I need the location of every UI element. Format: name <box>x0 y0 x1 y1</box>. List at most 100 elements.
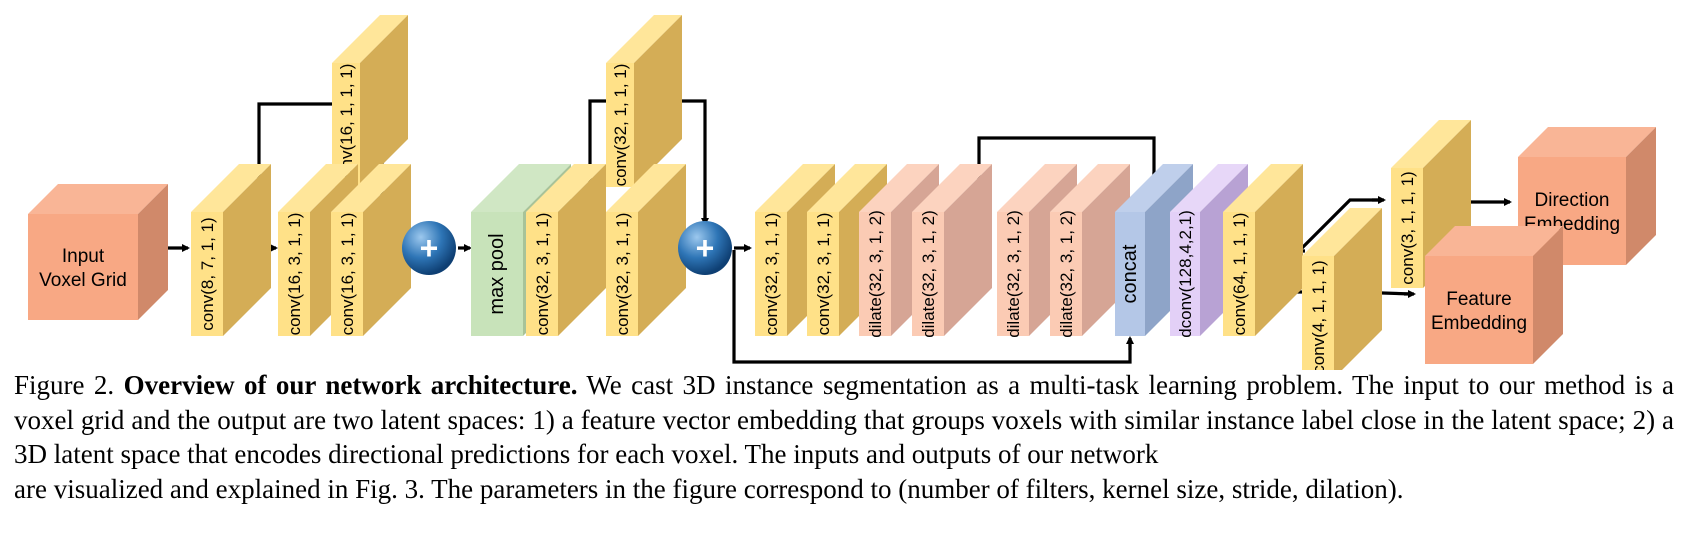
conv-32-3-1-1-d-front-face <box>807 212 839 336</box>
input-front-face <box>28 214 138 320</box>
conv-32-3-1-1-c-front-face <box>755 212 787 336</box>
feature-embedding-top-face <box>1425 226 1563 256</box>
conv-32-1-1-1-label: conv(32, 1, 1, 1) <box>611 64 630 187</box>
conv-8-7-1-1-label: conv(8, 7, 1, 1) <box>198 217 217 330</box>
conv-32-1-1-1-side-face <box>634 15 682 187</box>
conv-32-3-1-1-b-top-face <box>606 164 686 212</box>
conv-8-7-1-1-top-face <box>191 164 271 212</box>
dilate-d-block: dilate(32, 3, 1, 2) <box>1050 164 1130 338</box>
figure-caption: Figure 2. Overview of our network archit… <box>14 368 1674 506</box>
conv-16-3-1-1-a-label: conv(16, 3, 1, 1) <box>285 213 304 336</box>
conv-16-1-1-1-side-face <box>360 15 408 187</box>
dconv-front-face <box>1170 212 1200 336</box>
feature-embedding-side-face <box>1533 226 1563 364</box>
caption-last-line: are visualized and explained in Fig. 3. … <box>14 473 1404 504</box>
dilate-c-label: dilate(32, 3, 1, 2) <box>1004 210 1023 338</box>
conv-32-3-1-1-a-label: conv(32, 3, 1, 1) <box>533 213 552 336</box>
dilate-b-label: dilate(32, 3, 1, 2) <box>919 210 938 338</box>
max-pool-top-face <box>471 164 571 212</box>
conv-32-1-1-1-front-face <box>606 63 634 187</box>
dilate-a-top-face <box>859 164 939 212</box>
direction-embedding-side-face <box>1626 127 1656 265</box>
conv-4-1-1-1-side-face <box>1334 208 1382 378</box>
feature-embedding-label-line-1: Feature <box>1446 289 1511 310</box>
dilate-d-front-face <box>1050 212 1082 336</box>
dilate-b-top-face <box>912 164 992 212</box>
input-side-face <box>138 184 168 320</box>
feature-embedding-front-face <box>1425 256 1533 364</box>
conv-3-1-1-1-front-face <box>1391 168 1423 288</box>
direction-embedding-label-line-1: Direction <box>1535 190 1610 211</box>
network-architecture-diagram: conv(8, 7, 1, 1) conv(16, 1, 1, 1) conv(16… <box>28 15 1656 378</box>
conv-64-1-1-1-side-face <box>1255 164 1303 336</box>
conv-4-1-1-1-block: conv(4, 1, 1, 1) <box>1302 208 1382 378</box>
dilate-b-block: dilate(32, 3, 1, 2) <box>912 164 992 338</box>
plus-node-2-circle <box>678 221 732 275</box>
dilate-c-top-face <box>997 164 1077 212</box>
conv-32-3-1-1-d-label: conv(32, 3, 1, 1) <box>814 213 833 336</box>
conv-32-3-1-1-c-top-face <box>755 164 835 212</box>
conv-16-3-1-1-b-side-face <box>363 164 411 336</box>
plus-node-1-symbol: + <box>420 230 439 266</box>
conv-32-3-1-1-a-side-face <box>558 164 606 336</box>
conv-16-3-1-1-b-label: conv(16, 3, 1, 1) <box>338 213 357 336</box>
concat-front-face <box>1115 212 1145 336</box>
conv-16-3-1-1-a-front-face <box>278 212 310 336</box>
dilate-c-front-face <box>997 212 1029 336</box>
concat-top-face <box>1115 164 1193 212</box>
conv-64-1-1-1-block: conv(64, 1, 1, 1) <box>1223 164 1303 336</box>
conv-3-1-1-1-label: conv(3, 1, 1, 1) <box>1398 171 1417 284</box>
conv-32-3-1-1-a-block: conv(32, 3, 1, 1) <box>526 164 606 336</box>
input-label-line-1: Input <box>62 246 105 267</box>
conv-16-3-1-1-b-block: conv(16, 3, 1, 1) <box>331 164 411 336</box>
dilate-b-front-face <box>912 212 944 336</box>
conv-32-3-1-1-b-block: conv(32, 3, 1, 1) <box>606 164 686 336</box>
conv-32-3-1-1-a-front-face <box>526 212 558 336</box>
dconv-top-face <box>1170 164 1248 212</box>
conv-8-7-1-1-side-face <box>223 164 271 336</box>
dilate-a-front-face <box>859 212 891 336</box>
plus-node-1-circle <box>402 221 456 275</box>
conv-8-7-1-1-block: conv(8, 7, 1, 1) <box>191 164 271 336</box>
caption-label: Figure 2. <box>14 370 115 400</box>
conv-32-3-1-1-c-label: conv(32, 3, 1, 1) <box>762 213 781 336</box>
conv-32-3-1-1-b-side-face <box>638 164 686 336</box>
conv-32-1-1-1-block: conv(32, 1, 1, 1) <box>606 15 682 187</box>
conv-16-3-1-1-b-front-face <box>331 212 363 336</box>
caption-text: We cast 3D instance segmentation as a mu… <box>14 370 1675 469</box>
dilate-a-label: dilate(32, 3, 1, 2) <box>866 210 885 338</box>
concat-label: concat <box>1119 244 1141 303</box>
dilate-d-label: dilate(32, 3, 1, 2) <box>1057 210 1076 338</box>
max-pool-front-face <box>471 212 523 336</box>
conv-32-3-1-1-b-label: conv(32, 3, 1, 1) <box>613 213 632 336</box>
plus-node-2: + <box>678 221 732 275</box>
conv-8-7-1-1-front-face <box>191 212 223 336</box>
plus-node-1: + <box>402 221 456 275</box>
dconv-label: dconv(128,4,2,1) <box>1176 210 1195 338</box>
conv-4-1-1-1-label: conv(4, 1, 1, 1) <box>1309 260 1328 370</box>
conv-4-1-1-1-front-face <box>1302 256 1334 378</box>
conv-16-1-1-1-label: conv(16, 1, 1, 1) <box>337 64 356 187</box>
feature-embedding-label-line-2: Embedding <box>1431 313 1527 334</box>
conv-32-3-1-1-d-top-face <box>807 164 887 212</box>
caption-title: Overview of our network architecture. <box>123 370 578 400</box>
conv-64-1-1-1-front-face <box>1223 212 1255 336</box>
direction-embedding-top-face <box>1518 127 1656 157</box>
input-top-face <box>28 184 168 214</box>
conv-3-1-1-1-top-face <box>1391 120 1471 168</box>
conv-32-1-1-1-top-face <box>606 15 682 63</box>
dilate-b-side-face <box>944 164 992 336</box>
conv-64-1-1-1-label: conv(64, 1, 1, 1) <box>1230 213 1249 336</box>
conv-32-3-1-1-a-top-face <box>526 164 606 212</box>
dilate-d-top-face <box>1050 164 1130 212</box>
max-pool-label: max pool <box>486 233 508 314</box>
input-label-line-2: Voxel Grid <box>39 270 127 291</box>
conv-32-3-1-1-b-front-face <box>606 212 638 336</box>
conv-16-3-1-1-b-top-face <box>331 164 411 212</box>
conv-16-1-1-1-block: conv(16, 1, 1, 1) <box>332 15 408 187</box>
conv-16-1-1-1-top-face <box>332 15 408 63</box>
conv-64-1-1-1-top-face <box>1223 164 1303 212</box>
conv-4-1-1-1-top-face <box>1302 208 1382 256</box>
